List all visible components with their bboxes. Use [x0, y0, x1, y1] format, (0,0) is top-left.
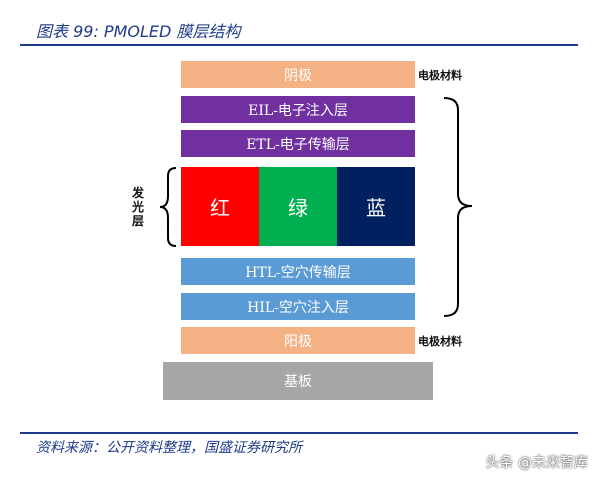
figure-title: 图表 99: PMOLED 膜层结构	[36, 22, 241, 41]
emissive-blue-cell: 蓝	[337, 167, 415, 246]
hil-layer: HIL-空穴注入层	[181, 293, 415, 320]
title-rule	[20, 44, 578, 46]
emissive-bracket-icon	[159, 167, 177, 247]
eil-label: EIL-电子注入层	[248, 102, 348, 119]
substrate-label: 基板	[284, 374, 312, 390]
htl-layer: HTL-空穴传输层	[181, 258, 415, 285]
etl-layer: ETL-电子传输层	[181, 130, 415, 157]
organic-stack-bracket-icon	[443, 97, 473, 317]
electrode-material-label-bottom: 电极材料	[418, 335, 462, 348]
cathode-layer: 阴极	[181, 61, 415, 88]
emissive-green-cell: 绿	[259, 167, 337, 246]
emitting-layer-label: 发光层	[131, 186, 144, 228]
electrode-material-label-top: 电极材料	[418, 69, 462, 82]
hil-label: HIL-空穴注入层	[247, 299, 349, 316]
anode-layer: 阳极	[181, 327, 415, 354]
etl-label: ETL-电子传输层	[246, 136, 350, 153]
footer-rule	[20, 432, 578, 434]
substrate-layer: 基板	[163, 362, 433, 400]
eil-layer: EIL-电子注入层	[181, 96, 415, 123]
green-label: 绿	[288, 196, 308, 220]
watermark: 头条 @未来智库	[485, 455, 588, 471]
cathode-label: 阴极	[284, 67, 312, 84]
emissive-red-cell: 红	[181, 167, 259, 246]
source-note: 资料来源：公开资料整理，国盛证券研究所	[36, 440, 302, 456]
red-label: 红	[210, 196, 230, 220]
blue-label: 蓝	[366, 196, 386, 220]
anode-label: 阳极	[284, 333, 312, 350]
htl-label: HTL-空穴传输层	[245, 264, 351, 281]
